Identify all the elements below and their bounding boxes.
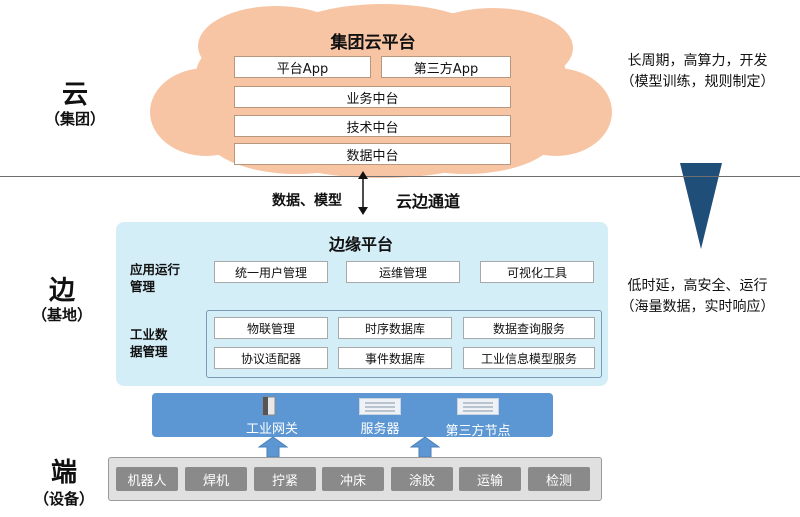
channel-left-label: 数据、模型 [272,193,342,209]
device-welder: 焊机 [185,467,247,491]
app-group-label: 应用运行 管理 [130,261,180,295]
uplink-arrow-icon [258,436,288,458]
tier-edge-name: 边 [48,276,75,306]
cloud-note-line1: 长周期，高算力，开发 [627,53,768,69]
edge-note-line2: （海量数据，实时响应） [620,299,775,315]
tier-cloud-sub: （集团） [44,110,105,128]
cloud-edge-divider [0,176,800,177]
edge-platform-title: 边缘平台 [328,235,393,254]
edge-data-event-db: 事件数据库 [338,347,452,369]
gateway-label-third-party: 第三方节点 [445,424,511,439]
device-gluing: 涂胶 [391,467,453,491]
edge-data-protocol-adapter: 协议适配器 [214,347,328,369]
uplink-arrow-icon-2 [410,436,440,458]
edge-app-user-mgmt: 统一用户管理 [214,261,328,283]
tier-end-sub: （设备） [33,490,94,508]
bidirectional-arrow-icon [358,171,368,215]
data-group-label-line2: 据管理 [130,344,168,359]
edge-app-ops-mgmt: 运维管理 [346,261,460,283]
gateway-label-industrial: 工业网关 [245,422,298,437]
edge-data-tsdb: 时序数据库 [338,317,452,339]
edge-data-info-model-service: 工业信息模型服务 [463,347,595,369]
device-transport: 运输 [459,467,521,491]
server-rack-icon [359,398,401,415]
third-party-node-icon [457,398,499,415]
data-group-frame [206,310,602,378]
cloud-app-third-party: 第三方App [381,56,511,78]
data-group-label-line1: 工业数 [130,327,168,342]
gateway-label-server: 服务器 [360,422,400,437]
tier-edge-sub: （基地） [31,306,92,324]
edge-data-query-service: 数据查询服务 [463,317,595,339]
tier-end-name: 端 [50,458,77,488]
app-group-label-line2: 管理 [130,279,156,294]
device-tightening: 拧紧 [254,467,316,491]
data-group-label: 工业数 据管理 [130,326,168,360]
cloud-layer-data: 数据中台 [234,143,511,165]
device-robot: 机器人 [116,467,178,491]
edge-app-visual-tool: 可视化工具 [480,261,594,283]
app-group-label-line1: 应用运行 [130,262,181,277]
edge-data-iot-mgmt: 物联管理 [214,317,328,339]
funnel-triangle-icon [680,163,722,249]
gateway-device-icon [262,396,276,416]
edge-note-line1: 低时延，高安全、运行 [627,278,768,294]
cloud-platform-title: 集团云平台 [330,33,416,53]
cloud-layer-business: 业务中台 [234,86,511,108]
tier-cloud-name: 云 [61,80,88,110]
cloud-layer-tech: 技术中台 [234,115,511,137]
device-inspection: 检测 [528,467,590,491]
cloud-note: 长周期，高算力，开发 （模型训练，规则制定） [610,51,785,93]
cloud-app-platform: 平台App [234,56,371,78]
cloud-note-line2: （模型训练，规则制定） [620,74,775,90]
edge-note: 低时延，高安全、运行 （海量数据，实时响应） [610,276,785,318]
channel-right-label: 云边通道 [396,192,461,211]
device-press: 冲床 [322,467,384,491]
